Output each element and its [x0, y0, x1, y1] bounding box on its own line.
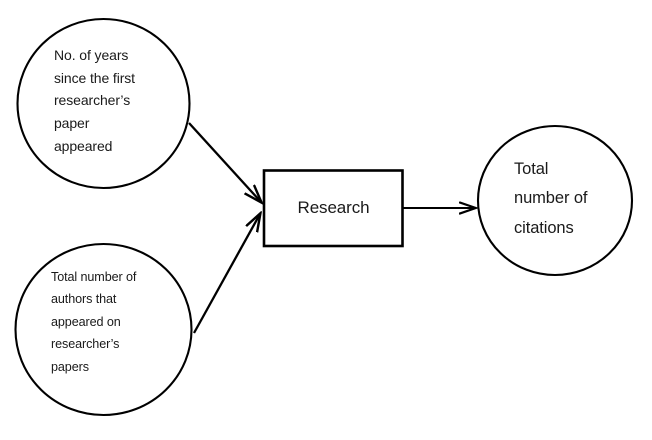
node-total-citations [476, 124, 634, 277]
edge-authors-to-research [192, 214, 260, 334]
node-label-total-authors: Total number of authors that appeared on… [51, 270, 137, 374]
node-label-years-since-first-paper: No. of years since the first researcher’… [54, 47, 135, 154]
node-years-since-first-paper [16, 17, 191, 190]
node-research [262, 169, 404, 248]
node-label-research: Research [297, 198, 370, 218]
node-total-authors [14, 242, 193, 417]
edge-years-to-research [188, 122, 261, 202]
node-label-total-citations: Total number of citations [514, 160, 588, 237]
